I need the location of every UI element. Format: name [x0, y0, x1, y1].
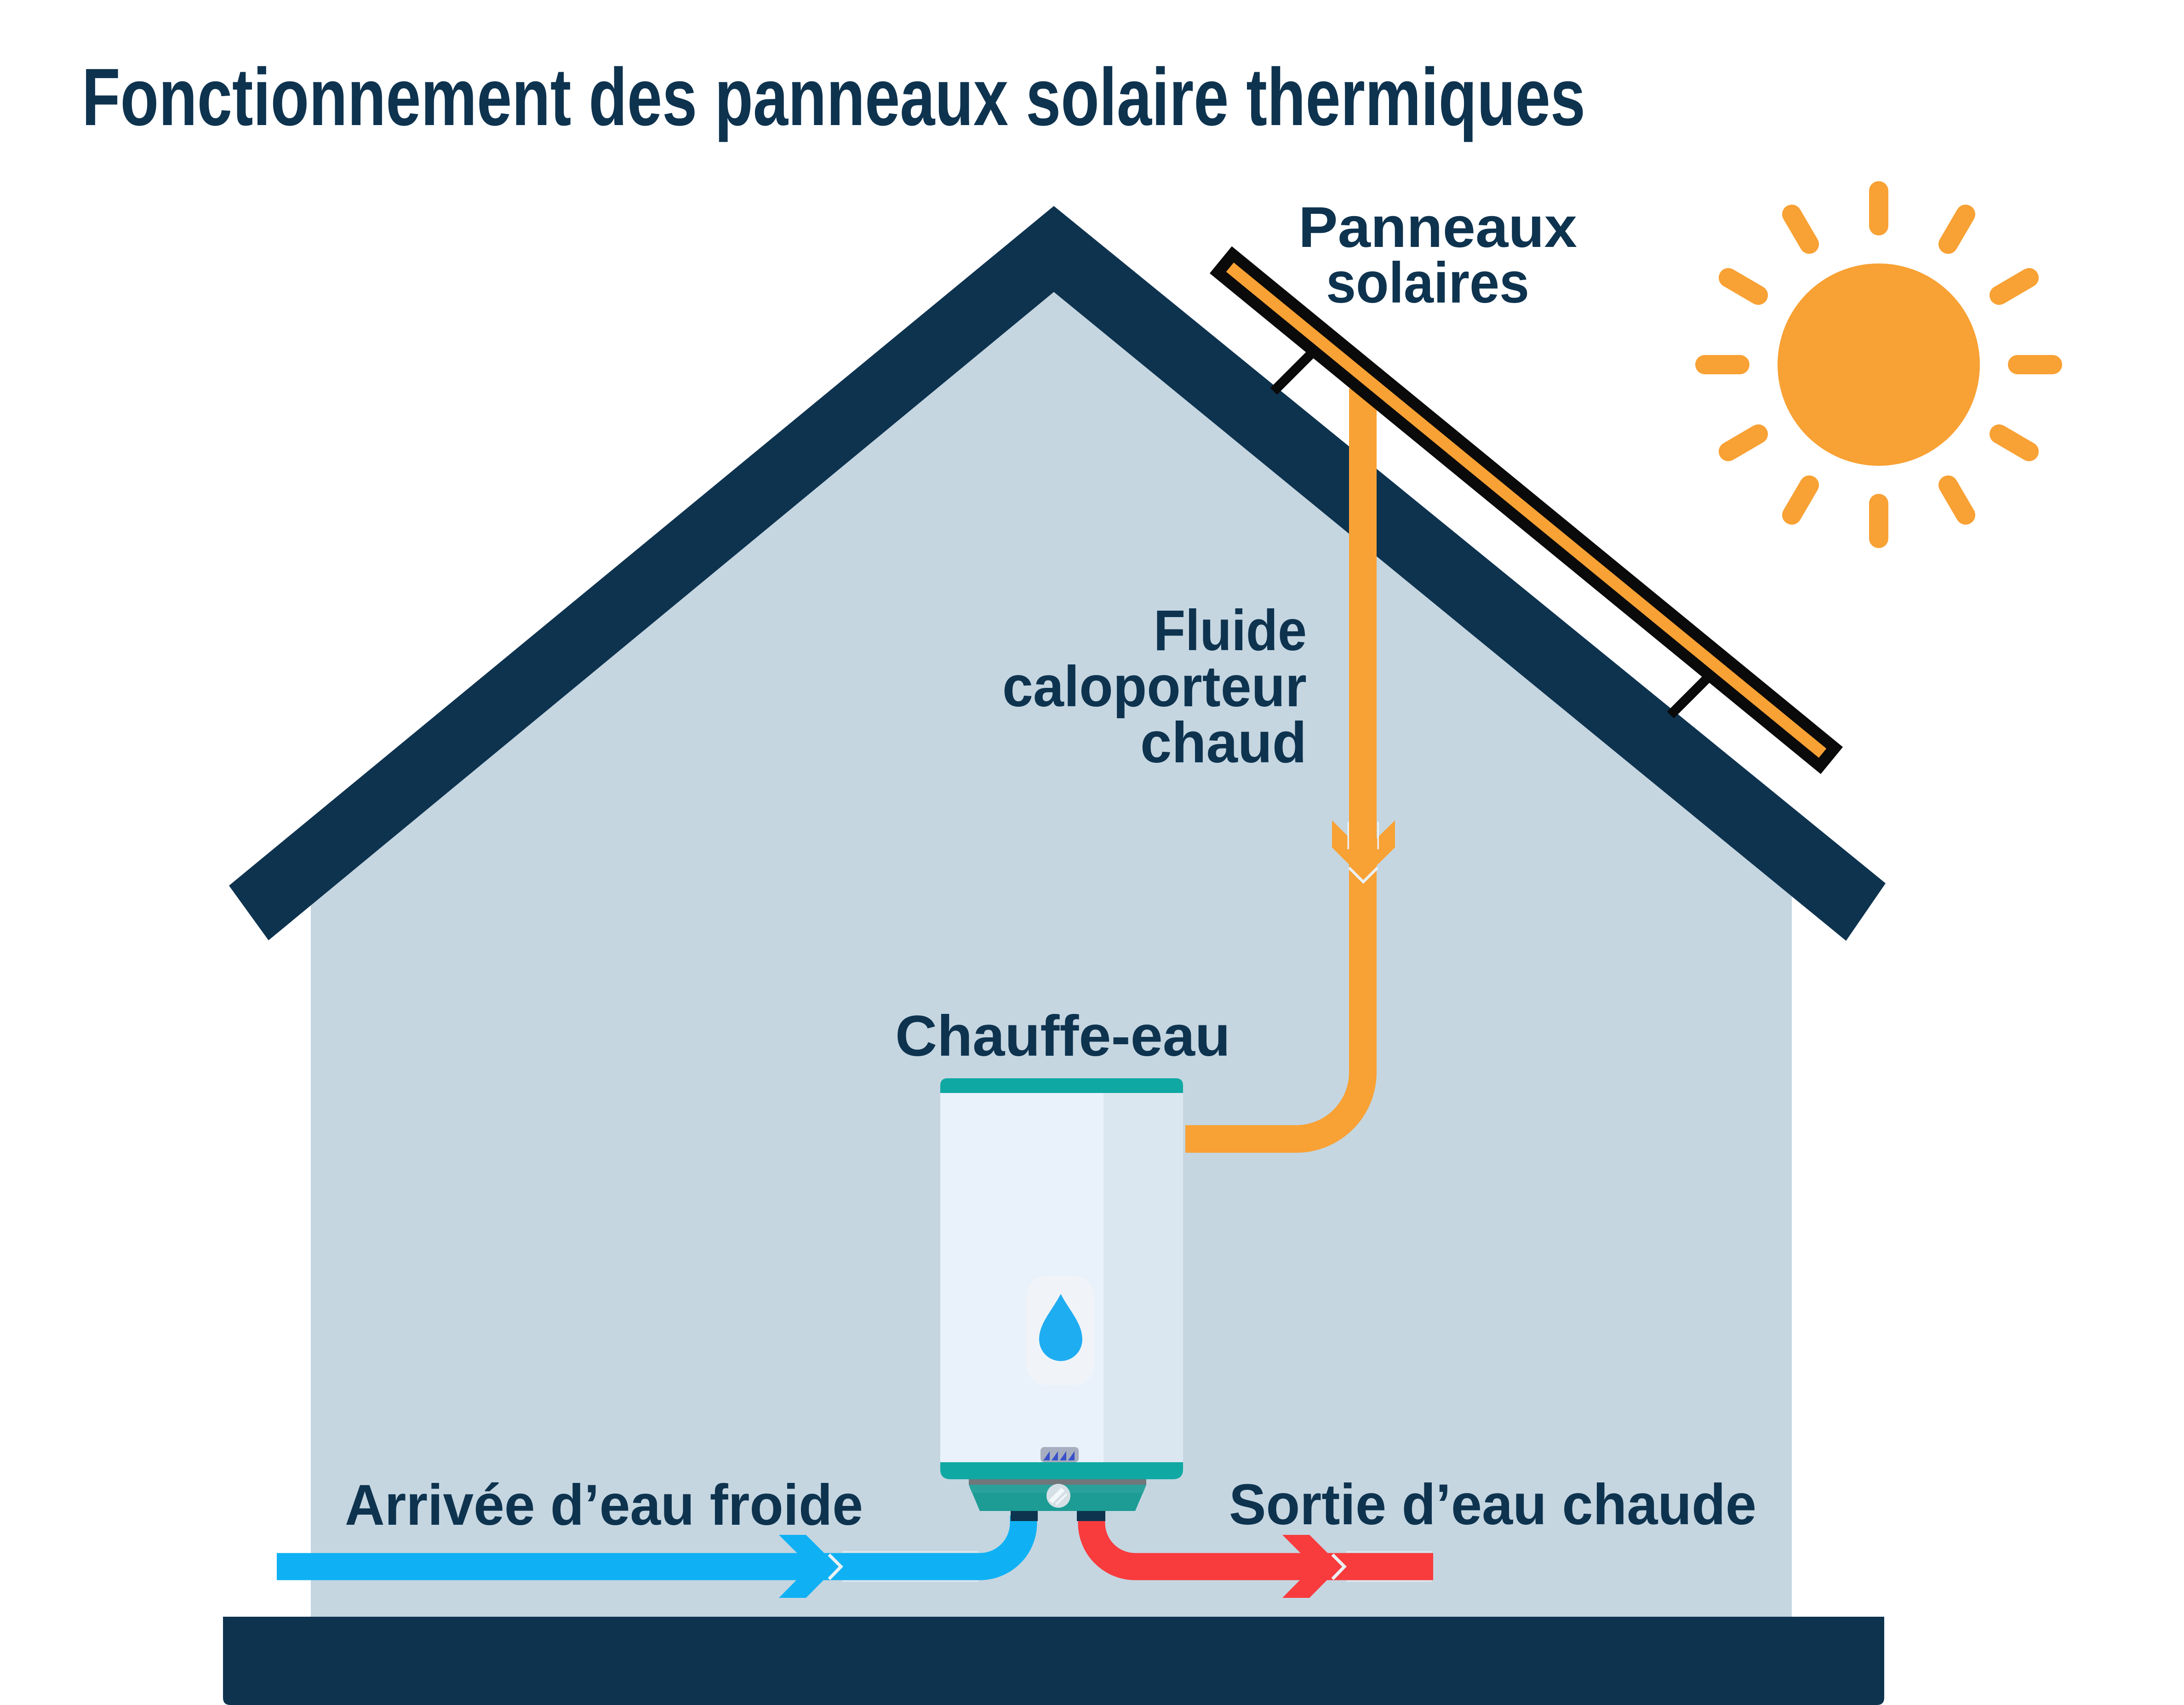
svg-text:caloporteur: caloporteur	[1002, 655, 1307, 719]
svg-text:Arrivée d’eau froide: Arrivée d’eau froide	[345, 1473, 863, 1537]
svg-text:Sortie d’eau chaude: Sortie d’eau chaude	[1229, 1473, 1756, 1537]
svg-text:chaud: chaud	[1140, 711, 1307, 775]
svg-text:Fluide: Fluide	[1154, 599, 1307, 663]
svg-text:solaires: solaires	[1326, 251, 1529, 315]
svg-text:Fonctionnement des panneaux so: Fonctionnement des panneaux solaire ther…	[82, 51, 1585, 143]
svg-text:Panneaux: Panneaux	[1298, 195, 1577, 259]
svg-text:Chauffe-eau: Chauffe-eau	[895, 1004, 1230, 1068]
